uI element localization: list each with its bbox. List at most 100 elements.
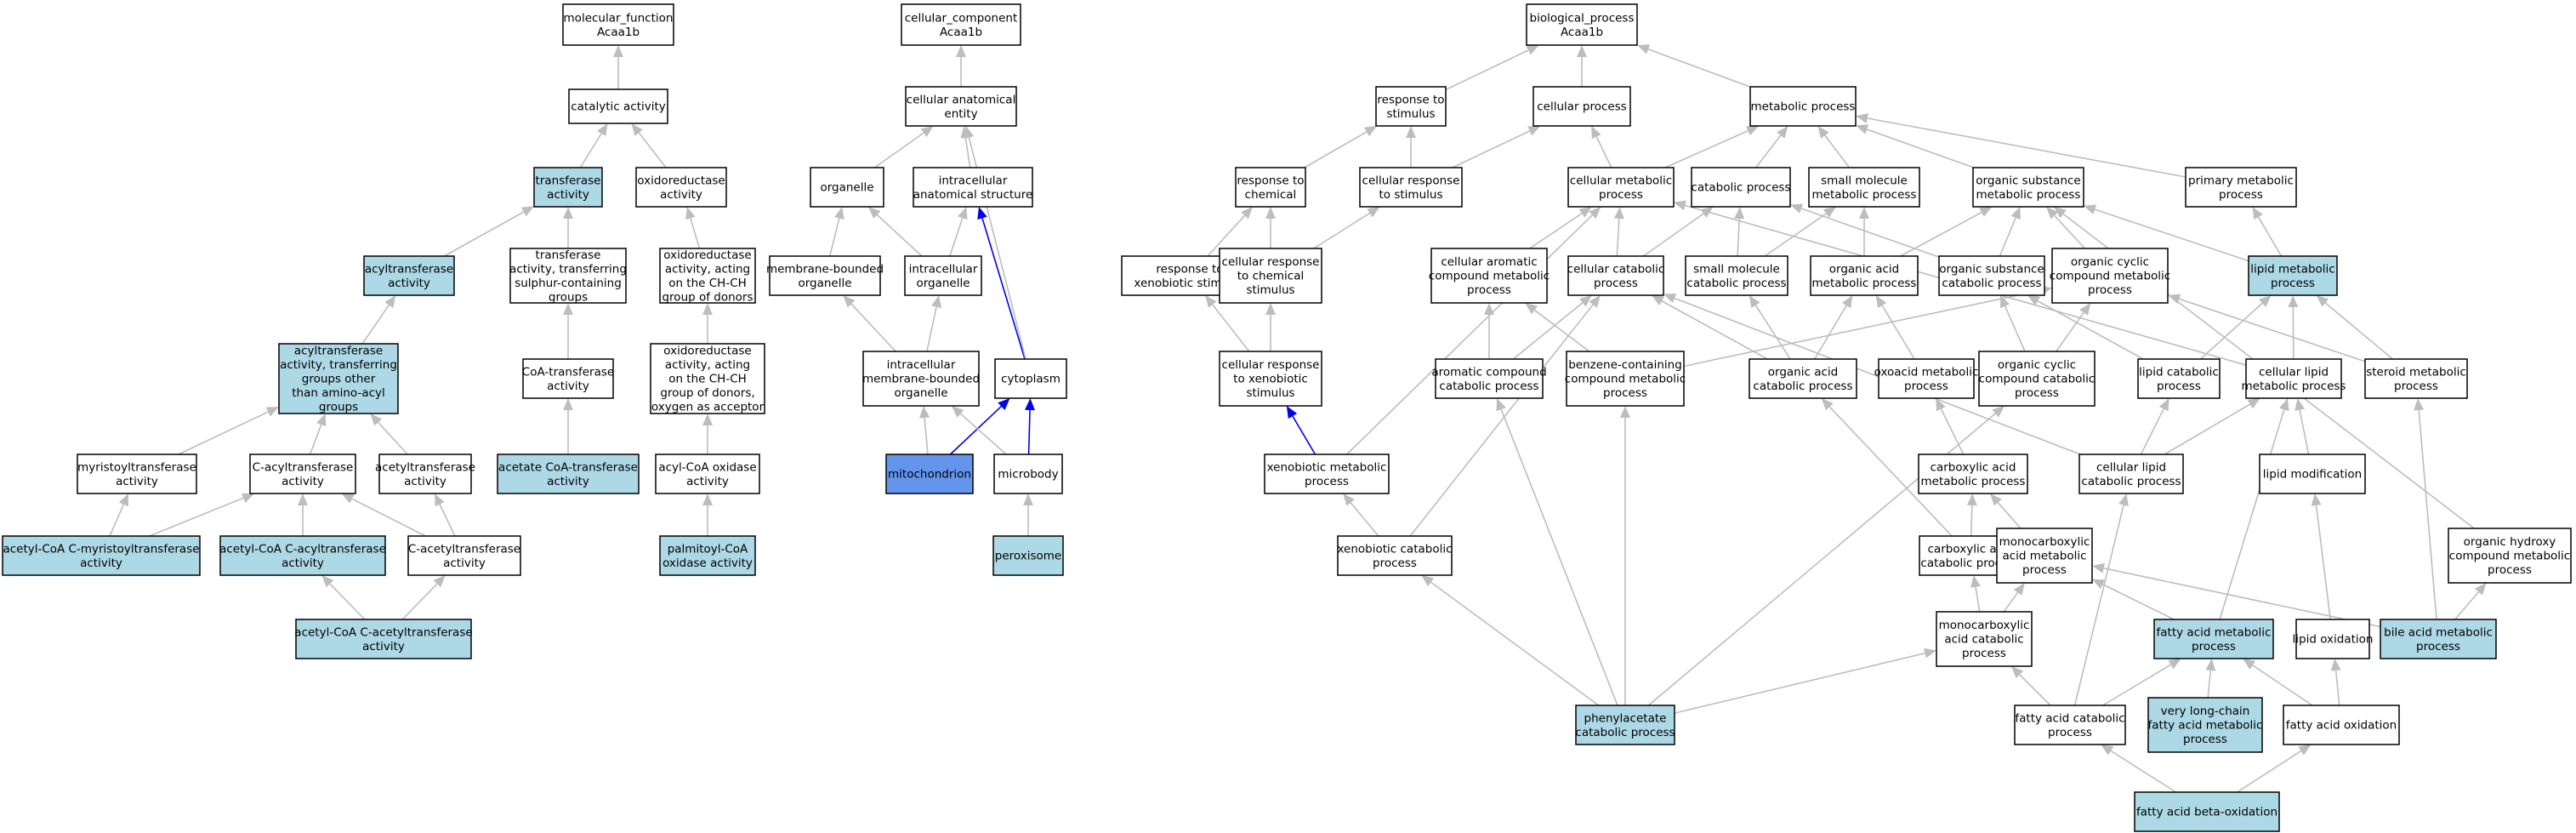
node-label-line: groups [319, 401, 358, 414]
arrowhead-icon [1777, 126, 1788, 139]
node-box [2137, 358, 2221, 399]
node-box [1567, 255, 1664, 296]
edge-cytoplasm-to-intra_anat [977, 207, 1026, 360]
node-label-line: catabolic process [2081, 475, 2181, 488]
node-organelle[interactable]: organelle [810, 167, 884, 208]
node-peroxisome[interactable]: peroxisome [992, 535, 1064, 576]
node-catabolic[interactable]: catabolic process [1691, 167, 1791, 208]
node-label-line: acetate CoA-transferase [498, 460, 638, 474]
node-microbody[interactable]: microbody [993, 454, 1063, 494]
arrowhead-icon [613, 45, 623, 57]
node-label-line: cellular response [1362, 174, 1460, 187]
node-acetylcoa-myristoyl[interactable]: acetyl-CoA C-myristoyltransferaseactivit… [2, 535, 201, 576]
arrowhead-icon [2474, 583, 2487, 596]
edge-line [2252, 665, 2313, 706]
arrowhead-icon [1841, 295, 1853, 309]
node-fa-beta-ox[interactable]: fatty acid beta-oxidation [2134, 791, 2280, 832]
node-box [904, 255, 982, 296]
node-lipid-mod[interactable]: lipid modification [2259, 454, 2366, 494]
node-fa-ox[interactable]: fatty acid oxidation [2283, 705, 2400, 745]
edge-line [1881, 305, 1915, 360]
edge-peroxisome-to-microbody [1023, 494, 1033, 536]
node-box [2364, 358, 2468, 399]
node-metabolic[interactable]: metabolic process [1749, 86, 1857, 127]
arrowhead-icon [2011, 666, 2024, 679]
edge-line [2334, 670, 2340, 706]
node-cytoplasm[interactable]: cytoplasm [994, 358, 1067, 399]
arrowhead-icon [1265, 207, 1276, 219]
node-box [1533, 86, 1631, 127]
node-catalytic[interactable]: catalytic activity [568, 88, 668, 124]
node-mitochondrion[interactable]: mitochondrion [885, 454, 974, 494]
edge-lipid_cat-to-org_subst_cat [2027, 295, 2144, 360]
edge-line [1595, 136, 1612, 168]
node-cellular-process[interactable]: cellular process [1533, 86, 1631, 127]
node-box [2014, 705, 2126, 745]
node-label-line: C-acetyltransferase [408, 542, 520, 556]
arrowhead-icon [2330, 659, 2341, 671]
node-lipid-ox[interactable]: lipid oxidation [2293, 619, 2374, 659]
